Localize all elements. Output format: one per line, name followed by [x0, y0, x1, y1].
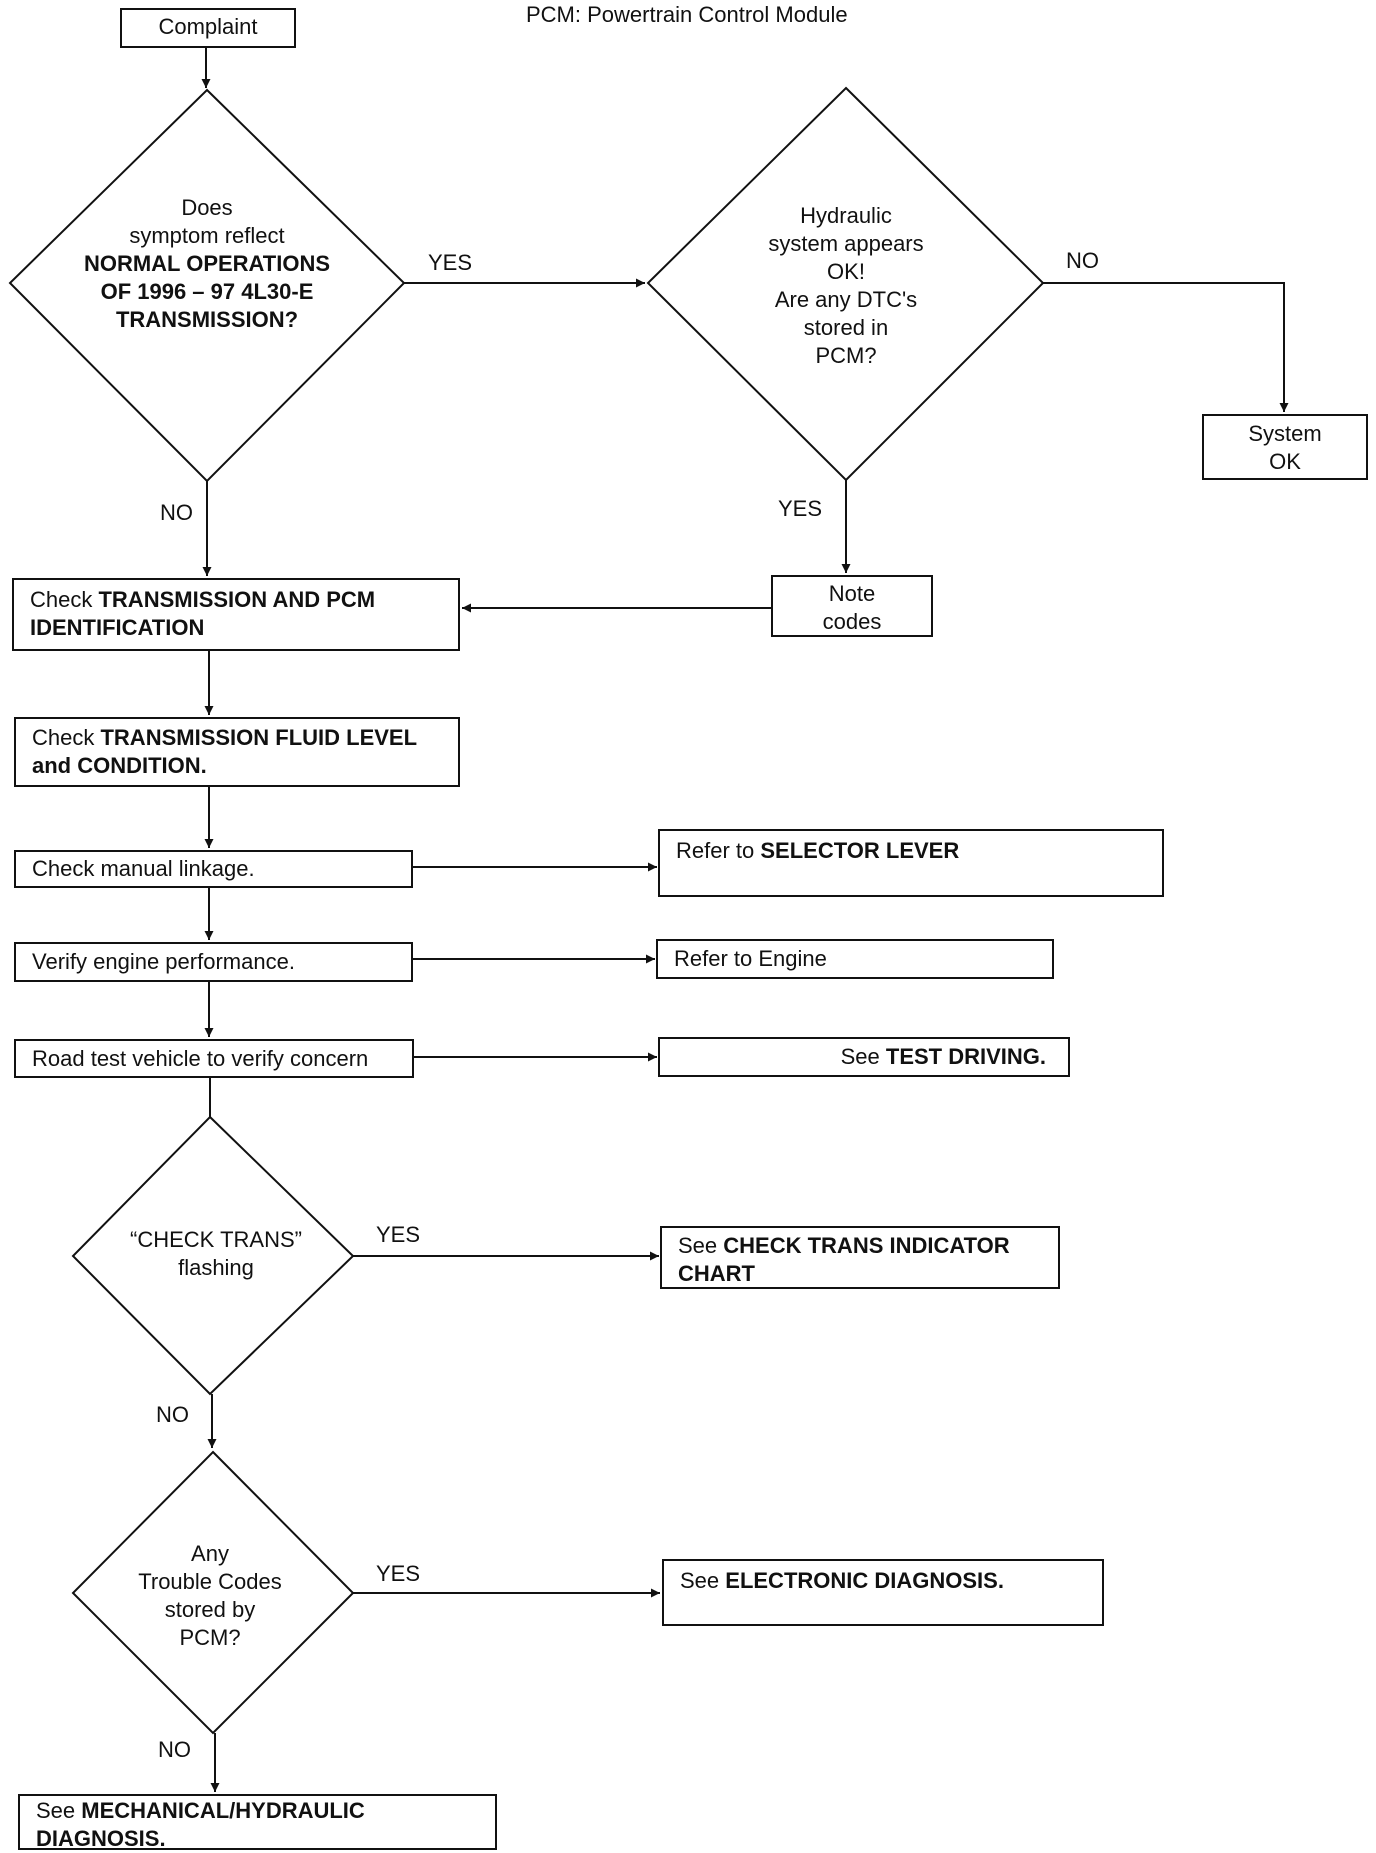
normal-no-label: NO	[160, 500, 193, 525]
normal-yes-label: YES	[428, 250, 473, 275]
see-mechanical-bold: MECHANICAL/HYDRAULIC	[81, 1798, 365, 1823]
decision-hydraulic-line: Hydraulic	[800, 203, 892, 228]
check-fluid-bold: TRANSMISSION FLUID LEVEL	[100, 725, 418, 750]
see-test-driving-prefix: See	[840, 1044, 886, 1069]
check-fluid-prefix: Check	[32, 725, 101, 750]
complaint-box: Complaint	[120, 8, 296, 48]
see-mechanical-bold: DIAGNOSIS.	[36, 1826, 166, 1851]
trouble-no-label: NO	[158, 1737, 191, 1762]
hydraulic-yes-label: YES	[778, 496, 823, 521]
decision-normal-bold: OF 1996 – 97 4L30-E	[100, 279, 314, 304]
check-ident-bold: IDENTIFICATION	[30, 615, 205, 640]
decision-normal-text: Does symptom reflect NORMAL OPERATIONS O…	[50, 194, 364, 334]
see-indicator-bold: CHECK TRANS INDICATOR	[723, 1233, 1010, 1258]
see-electronic-bold: ELECTRONIC DIAGNOSIS.	[725, 1568, 1004, 1593]
see-electronic-box: See ELECTRONIC DIAGNOSIS.	[662, 1559, 1104, 1626]
refer-selector-prefix: Refer to	[676, 838, 761, 863]
decision-trouble-codes-text: Any Trouble Codes stored by PCM?	[103, 1540, 317, 1652]
check-linkage-label: Check manual linkage.	[32, 856, 255, 881]
road-test-box: Road test vehicle to verify concern	[14, 1039, 414, 1078]
check-ident-bold: TRANSMISSION AND PCM	[98, 587, 376, 612]
decision-hydraulic-line: stored in	[803, 315, 889, 340]
decision-normal-bold: TRANSMISSION?	[115, 307, 299, 332]
complaint-label: Complaint	[158, 14, 258, 39]
check-trans-yes-label: YES	[376, 1222, 421, 1247]
system-ok-box: System OK	[1202, 414, 1368, 480]
decision-trouble-line: Trouble Codes	[138, 1569, 282, 1594]
check-trans-no-label: NO	[156, 1402, 189, 1427]
see-test-driving-box: See TEST DRIVING.	[658, 1037, 1070, 1077]
decision-trouble-codes-diamond	[71, 1450, 355, 1735]
see-indicator-bold: CHART	[678, 1261, 755, 1286]
trouble-yes-label: YES	[376, 1561, 421, 1586]
pcm-legend: PCM: Powertrain Control Module	[526, 2, 848, 27]
check-ident-prefix: Check	[30, 587, 99, 612]
refer-selector-bold: SELECTOR LEVER	[760, 838, 960, 863]
edge-hydraulic-no	[1043, 282, 1289, 412]
decision-check-trans-text: “CHECK TRANS” flashing	[96, 1226, 336, 1282]
see-mechanical-box: See MECHANICAL/HYDRAULIC DIAGNOSIS.	[18, 1794, 497, 1851]
note-codes-line: Note	[828, 581, 876, 606]
check-linkage-box: Check manual linkage.	[14, 850, 413, 888]
check-identification-box: Check TRANSMISSION AND PCM IDENTIFICATIO…	[12, 578, 460, 651]
decision-check-trans-line: “CHECK TRANS”	[130, 1227, 302, 1252]
check-fluid-bold: and CONDITION.	[32, 753, 207, 778]
see-indicator-chart-box: See CHECK TRANS INDICATOR CHART	[660, 1226, 1060, 1289]
decision-hydraulic-text: Hydraulic system appears OK! Are any DTC…	[700, 202, 992, 370]
decision-trouble-line: stored by	[164, 1597, 256, 1622]
decision-hydraulic-line: Are any DTC's	[774, 287, 918, 312]
decision-trouble-line: Any	[191, 1541, 229, 1566]
decision-check-trans-line: flashing	[178, 1255, 254, 1280]
verify-engine-label: Verify engine performance.	[32, 949, 295, 974]
decision-hydraulic-line: system appears	[768, 231, 924, 256]
decision-normal-bold: NORMAL OPERATIONS	[83, 251, 331, 276]
refer-engine-box: Refer to Engine	[656, 939, 1054, 979]
decision-normal-line: Does	[181, 195, 233, 220]
decision-hydraulic-line: PCM?	[815, 343, 877, 368]
decision-check-trans-diamond	[71, 1115, 355, 1396]
note-codes-line: codes	[822, 609, 882, 634]
decision-hydraulic-line: OK!	[827, 259, 865, 284]
check-fluid-box: Check TRANSMISSION FLUID LEVEL and CONDI…	[14, 717, 460, 787]
system-ok-line: System	[1248, 421, 1322, 446]
see-mechanical-prefix: See	[36, 1798, 82, 1823]
see-indicator-prefix: See	[678, 1233, 724, 1258]
road-test-label: Road test vehicle to verify concern	[32, 1046, 369, 1071]
note-codes-box: Note codes	[771, 575, 933, 637]
decision-trouble-line: PCM?	[179, 1625, 241, 1650]
see-electronic-prefix: See	[680, 1568, 726, 1593]
see-test-driving-bold: TEST DRIVING.	[885, 1044, 1046, 1069]
decision-normal-line: symptom reflect	[129, 223, 285, 248]
refer-selector-box: Refer to SELECTOR LEVER	[658, 829, 1164, 897]
system-ok-line: OK	[1269, 449, 1301, 474]
hydraulic-no-label: NO	[1066, 248, 1099, 273]
refer-engine-label: Refer to Engine	[674, 946, 827, 971]
verify-engine-box: Verify engine performance.	[14, 942, 413, 982]
